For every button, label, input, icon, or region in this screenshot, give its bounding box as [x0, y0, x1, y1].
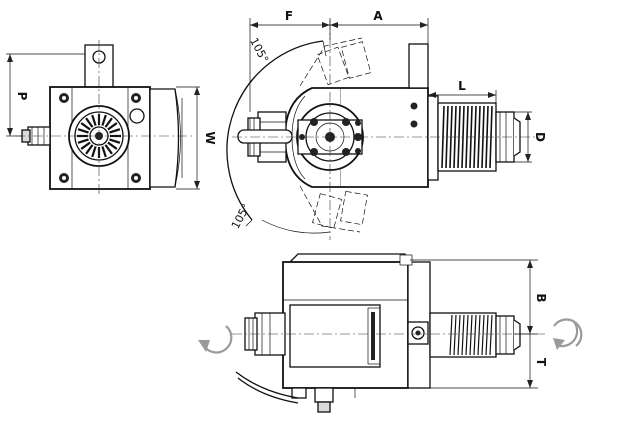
drawing-line	[449, 314, 453, 356]
drawing-line	[107, 122, 118, 131]
dim-T-label: T	[534, 358, 548, 367]
dim-L-label: L	[458, 79, 466, 93]
angle-upper-label: 105°	[247, 36, 271, 66]
drawing-line	[91, 146, 97, 158]
rotate-cw-icon	[553, 318, 583, 350]
drawing-line	[481, 314, 485, 356]
front-view: P W	[6, 40, 217, 195]
dim-A-label: A	[373, 9, 383, 23]
drawing-line	[465, 314, 469, 356]
side-spindle-thread	[449, 314, 493, 356]
drawing-line	[489, 314, 493, 356]
dim-W-label: W	[203, 131, 217, 144]
drawing-line	[101, 146, 107, 158]
rotate-ccw-icon	[198, 325, 233, 354]
dim-D-label: D	[533, 132, 547, 142]
drawing-line	[445, 105, 449, 169]
drawing-line	[85, 117, 94, 128]
drawing-line	[461, 314, 465, 356]
drawing-line	[457, 105, 461, 169]
drawing-line	[77, 138, 89, 144]
dim-P-label: P	[15, 92, 29, 101]
drawing-line	[481, 105, 485, 169]
drawing-line	[77, 128, 89, 134]
drawing-line	[485, 314, 489, 356]
collet-teeth	[77, 114, 121, 158]
dim-B-label: B	[534, 293, 548, 302]
drawing-line	[457, 314, 461, 356]
drawing-line	[80, 122, 91, 131]
drawing-line	[80, 141, 91, 150]
drawing-line	[107, 141, 118, 150]
dim-F-label: F	[285, 9, 293, 23]
drawing-line	[473, 314, 477, 356]
drawing-line	[453, 314, 457, 356]
drawing-line	[91, 114, 97, 126]
side-view: B T	[198, 253, 583, 413]
drawing-line	[104, 117, 113, 128]
top-view: F A L D 105° 105°	[226, 9, 547, 240]
rotated-positions-dashed	[299, 37, 372, 233]
drawing-line	[109, 128, 121, 134]
drawing-line	[104, 144, 113, 155]
drawing-line	[85, 144, 94, 155]
drawing-line	[109, 138, 121, 144]
drawing-line	[469, 314, 473, 356]
drawing-line	[477, 314, 481, 356]
drawing-line	[101, 114, 107, 126]
